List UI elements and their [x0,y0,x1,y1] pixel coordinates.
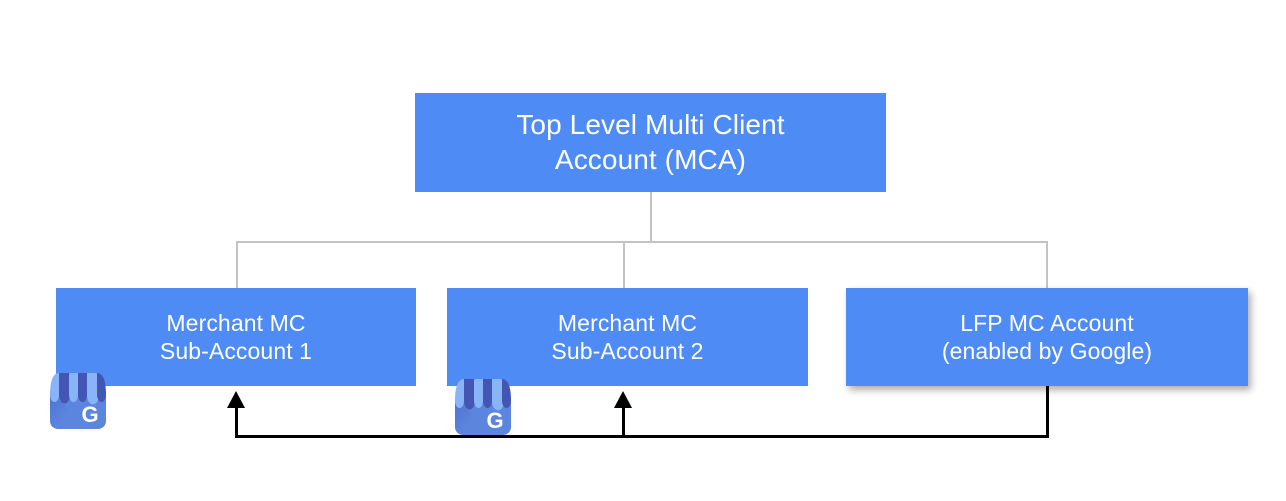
connector-bus-to-sub-account-1 [236,241,238,289]
node-merchant-mc-sub-account-1[interactable]: Merchant MC Sub-Account 1 [56,288,416,386]
feedback-line-to-sub-account-2 [622,400,625,438]
connector-bus-to-lfp-account [1046,241,1048,289]
google-business-profile-icon: G [50,373,106,429]
feedback-line-from-lfp-account [1046,386,1049,438]
svg-text:G: G [486,408,503,433]
node-top-level-mca[interactable]: Top Level Multi Client Account (MCA) [415,93,886,192]
feedback-line-to-sub-account-1 [235,400,238,438]
feedback-line-horizontal [235,435,1049,438]
node-merchant-mc-sub-account-1-label: Merchant MC Sub-Account 1 [159,309,313,364]
node-merchant-mc-sub-account-2[interactable]: Merchant MC Sub-Account 2 [447,288,808,386]
node-lfp-mc-account[interactable]: LFP MC Account (enabled by Google) [846,288,1248,386]
arrowhead-icon-sub-account-2 [614,391,632,408]
arrowhead-icon-sub-account-1 [227,391,245,408]
node-top-level-mca-label: Top Level Multi Client Account (MCA) [516,109,785,175]
node-lfp-mc-account-label: LFP MC Account (enabled by Google) [941,309,1153,364]
connector-horizontal-bus [236,241,1048,243]
connector-root-to-bus [650,192,652,243]
node-merchant-mc-sub-account-2-label: Merchant MC Sub-Account 2 [551,309,704,364]
svg-text:G: G [81,402,98,427]
connector-bus-to-sub-account-2 [623,241,625,289]
google-business-profile-icon: G [455,379,511,435]
